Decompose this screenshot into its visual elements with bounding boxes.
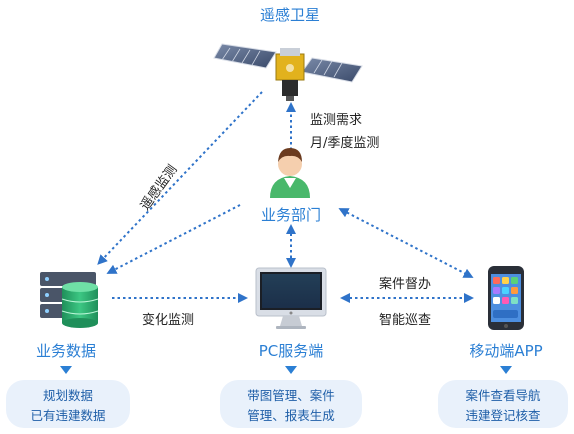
satellite-title: 遥感卫星 bbox=[260, 6, 320, 24]
business-data-box bbox=[6, 380, 130, 428]
remote-sensing-label: 遥感监测 bbox=[137, 162, 181, 213]
monitor-icon bbox=[255, 267, 327, 329]
mobile-app-box bbox=[438, 380, 568, 428]
business-data-box-line-1: 规划数据 bbox=[43, 388, 93, 403]
change-monitor-label: 变化监测 bbox=[142, 312, 194, 328]
business-data-arrow-down-icon bbox=[60, 366, 72, 374]
phone-icon bbox=[488, 266, 524, 330]
smart-patrol-label: 智能巡查 bbox=[379, 313, 431, 328]
pc-server-label: PC服务端 bbox=[259, 342, 324, 360]
department-label: 业务部门 bbox=[261, 206, 321, 224]
request-line-1: 监测需求 bbox=[310, 113, 362, 128]
server-database-icon bbox=[40, 272, 99, 328]
flow-lines bbox=[97, 91, 474, 303]
pc-server-box-line-1: 带图管理、案件 bbox=[247, 388, 335, 403]
mobile-app-label: 移动端APP bbox=[469, 342, 542, 360]
mobile-app-box-line-1: 案件查看导航 bbox=[465, 388, 541, 403]
case-supervision-label: 案件督办 bbox=[379, 277, 431, 292]
person-icon bbox=[270, 148, 310, 198]
request-line-2: 月/季度监测 bbox=[310, 135, 379, 151]
satellite-icon bbox=[213, 43, 363, 101]
business-data-box-line-2: 已有违建数据 bbox=[30, 408, 105, 423]
mobile-app-box-line-2: 违建登记核查 bbox=[465, 408, 541, 423]
pc-server-box-line-2: 管理、报表生成 bbox=[247, 408, 335, 423]
mobile-app-arrow-down-icon bbox=[500, 366, 512, 374]
pc-server-arrow-down-icon bbox=[285, 366, 297, 374]
business-data-label: 业务数据 bbox=[36, 342, 96, 360]
arrow-department-to-business-data bbox=[106, 204, 241, 274]
arrow-department-mobile bbox=[338, 208, 474, 278]
arrow-satellite-to-business-data bbox=[97, 91, 263, 265]
pc-server-box bbox=[220, 380, 362, 428]
